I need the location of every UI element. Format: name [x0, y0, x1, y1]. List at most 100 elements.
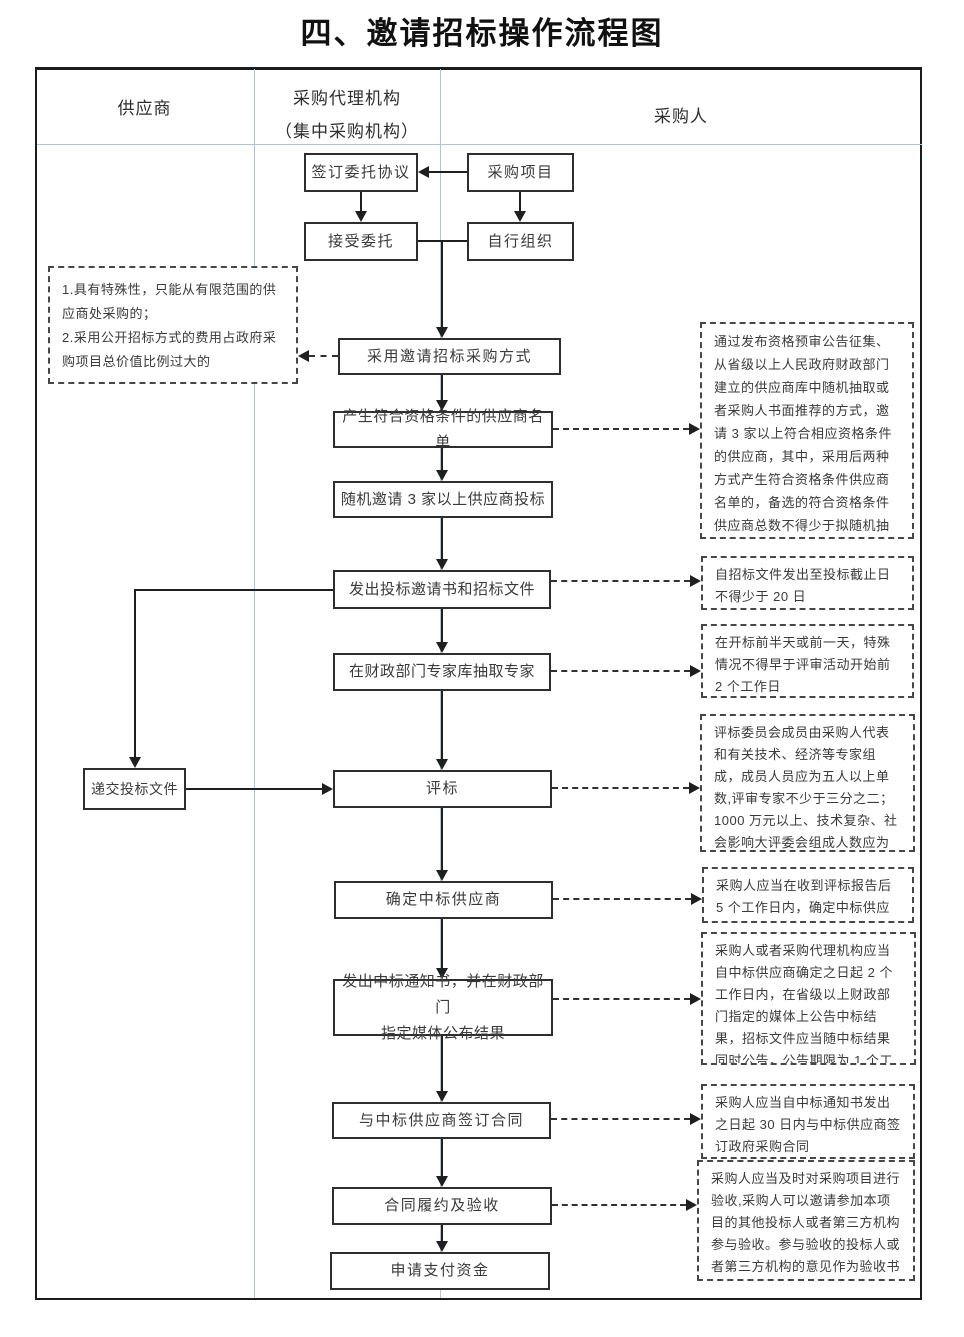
arrowhead-right-into-note7: [690, 1113, 701, 1125]
connector-agreement-down: [360, 192, 362, 211]
arrowhead-down-into-evaluate: [436, 759, 448, 770]
note-deadline-20-days: 自招标文件发出至投标截止日不得少于 20 日: [701, 556, 914, 610]
box-random-invite-label: 随机邀请 3 家以上供应商投标: [340, 490, 546, 508]
box-determine-winner: 确定中标供应商: [334, 881, 553, 919]
box-submit-bid-label: 递交投标文件: [91, 781, 178, 797]
box-generate-list-label: 产生符合资格条件的供应商名单: [342, 407, 544, 451]
arrowhead-down-into-determine-winner: [436, 870, 448, 881]
dashed-acceptance-to-note8: [552, 1204, 686, 1206]
arrowhead-left-into-sign-agreement: [418, 166, 429, 178]
box-sign-agreement: 签订委托协议: [304, 153, 418, 192]
column-header-supplier: 供应商: [35, 92, 254, 125]
note-left-conditions: 1.具有特殊性，只能从有限范围的供应商处采购的； 2.采用公开招标方式的费用占政…: [48, 266, 298, 384]
note-prequalification: 通过发布资格预审公告征集、从省级以上人民政府财政部门建立的供应商库中随机抽取或者…: [700, 322, 914, 539]
connector-main-down-9: [441, 1036, 443, 1091]
box-adopt-method-label: 采用邀请招标采购方式: [366, 347, 532, 365]
note-determine-text: 采购人应当在收到评标报告后 5 个工作日内，确定中标供应商: [716, 878, 892, 915]
note-acceptance-text: 采购人应当及时对采购项目进行验收,采购人可以邀请参加本项目的其他投标人或者第三方…: [711, 1171, 901, 1274]
arrowhead-right-into-note3: [690, 665, 701, 677]
arrowhead-down-into-apply-payment: [436, 1241, 448, 1252]
dashed-adopt-to-left-note: [309, 355, 338, 357]
connector-main-down-2: [441, 375, 443, 400]
box-issue-notice-line1: 发出中标通知书，并在财政部门: [342, 972, 544, 1016]
column-header-purchaser: 采购人: [440, 100, 922, 133]
arrowhead-down-into-generate-list: [436, 400, 448, 411]
connector-project-down: [519, 192, 521, 211]
connector-submit-to-evaluate: [186, 788, 322, 790]
arrowhead-right-into-note8: [686, 1199, 697, 1211]
column-separator-1: [254, 69, 255, 1298]
box-apply-payment: 申请支付资金: [330, 1252, 550, 1290]
arrowhead-down-into-issue-notice: [436, 968, 448, 979]
connector-main-down-1: [441, 241, 443, 327]
box-issue-invitation-label: 发出投标邀请书和招标文件: [348, 580, 535, 598]
box-accept-entrust-label: 接受委托: [327, 232, 394, 250]
box-determine-winner-label: 确定中标供应商: [385, 891, 502, 908]
connector-main-down-7: [441, 808, 443, 870]
page-title: 四、邀请招标操作流程图: [300, 16, 664, 51]
box-procurement-project: 采购项目: [467, 153, 574, 192]
arrowhead-down-into-sign-contract: [436, 1091, 448, 1102]
box-sign-contract: 与中标供应商签订合同: [332, 1102, 551, 1139]
dashed-evaluate-to-note4: [552, 787, 689, 789]
box-procurement-project-label: 采购项目: [487, 163, 554, 181]
dashed-experts-to-note3: [551, 670, 690, 672]
arrowhead-down-into-extract-experts: [436, 642, 448, 653]
note-committee-text: 评标委员会成员由采购人代表和有关技术、经济等专家组成，成员人员应为五人以上单数,…: [714, 725, 898, 850]
connector-main-down-6: [441, 691, 443, 759]
note-left-item1: 1.具有特殊性，只能从有限范围的供应商处采购的；: [62, 282, 277, 321]
box-contract-acceptance-label: 合同履约及验收: [384, 1197, 500, 1214]
box-random-invite: 随机邀请 3 家以上供应商投标: [333, 481, 553, 518]
note-deadline-text: 自招标文件发出至投标截止日不得少于 20 日: [715, 567, 891, 604]
note-prequalification-text: 通过发布资格预审公告征集、从省级以上人民政府财政部门建立的供应商库中随机抽取或者…: [714, 334, 892, 533]
arrowhead-down-into-adopt-method: [436, 327, 448, 338]
arrowhead-down-into-accept-entrust: [355, 211, 367, 222]
box-accept-entrust: 接受委托: [304, 222, 418, 261]
box-extract-experts-label: 在财政部门专家库抽取专家: [348, 663, 535, 680]
box-evaluate: 评标: [333, 770, 552, 808]
note-expert-timing-text: 在开标前半天或前一天，特殊情况不得早于评审活动开始前 2 个工作日: [715, 635, 891, 694]
column-header-agency: 采购代理机构 （集中采购机构）: [254, 82, 440, 148]
connector-project-to-agreement: [429, 171, 467, 173]
agency-label-line2: （集中采购机构）: [275, 122, 419, 141]
note-announce-text: 采购人或者采购代理机构应当自中标供应商确定之日起 2 个工作日内，在省级以上财政…: [715, 943, 893, 1065]
note-expert-timing: 在开标前半天或前一天，特殊情况不得早于评审活动开始前 2 个工作日: [701, 624, 914, 698]
connector-main-down-10: [441, 1139, 443, 1176]
arrowhead-right-into-note6: [690, 993, 701, 1005]
flowchart-frame: [35, 67, 922, 1300]
note-contract-text: 采购人应当自中标通知书发出之日起 30 日内与中标供应商签订政府采购合同: [715, 1095, 901, 1154]
note-contract-30-days: 采购人应当自中标通知书发出之日起 30 日内与中标供应商签订政府采购合同: [701, 1084, 915, 1159]
box-sign-contract-label: 与中标供应商签订合同: [358, 1111, 524, 1129]
arrowhead-right-into-note1: [689, 423, 700, 435]
box-adopt-method: 采用邀请招标采购方式: [338, 338, 561, 375]
box-submit-bid: 递交投标文件: [83, 768, 186, 810]
box-extract-experts: 在财政部门专家库抽取专家: [333, 653, 551, 691]
arrowhead-right-into-note4: [689, 782, 700, 794]
box-issue-notice-line2: 指定媒体公布结果: [380, 1024, 505, 1042]
connector-invitation-to-supplier-h: [134, 589, 333, 591]
connector-main-down-4: [441, 518, 443, 559]
arrowhead-left-into-left-note: [298, 350, 309, 362]
box-self-organize: 自行组织: [467, 222, 574, 261]
connector-main-down-3: [441, 448, 443, 470]
purchaser-label: 采购人: [654, 107, 708, 126]
arrowhead-down-into-contract-acceptance: [436, 1176, 448, 1187]
box-issue-invitation: 发出投标邀请书和招标文件: [333, 570, 551, 609]
arrowhead-down-into-self-organize: [514, 211, 526, 222]
box-self-organize-label: 自行组织: [487, 232, 554, 250]
dashed-winner-to-note5: [553, 898, 691, 900]
dashed-notice-to-note6: [553, 998, 690, 1000]
connector-main-down-8: [441, 919, 443, 968]
box-evaluate-label: 评标: [425, 780, 459, 797]
arrowhead-right-into-evaluate: [322, 783, 333, 795]
dashed-invitation-to-note2: [551, 580, 690, 582]
arrowhead-right-into-note2: [690, 575, 701, 587]
arrowhead-down-into-random-invite: [436, 470, 448, 481]
arrowhead-down-into-issue-invitation: [436, 559, 448, 570]
note-committee-composition: 评标委员会成员由采购人代表和有关技术、经济等专家组成，成员人员应为五人以上单数,…: [700, 714, 915, 852]
arrowhead-right-into-note5: [691, 893, 702, 905]
box-generate-list: 产生符合资格条件的供应商名单: [333, 408, 553, 451]
note-determine-5-days: 采购人应当在收到评标报告后 5 个工作日内，确定中标供应商: [702, 867, 914, 923]
box-contract-acceptance: 合同履约及验收: [332, 1187, 552, 1225]
